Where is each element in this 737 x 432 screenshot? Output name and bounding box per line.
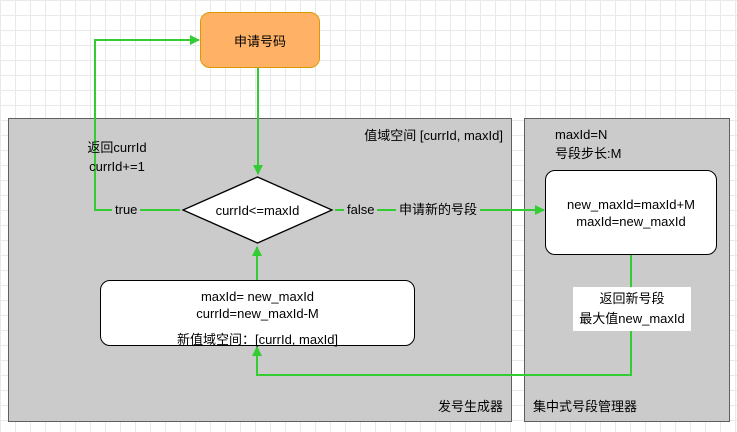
update-range-node: maxId= new_maxId currId=new_maxId-M 新值域空…	[100, 280, 415, 347]
label-return-currid-line2: currId+=1	[89, 159, 145, 174]
label-return-segment-line1: 返回新号段	[599, 291, 665, 306]
label-return-currid: 返回currId currId+=1	[62, 138, 172, 176]
label-true: true	[112, 202, 141, 218]
update-line2: currId=new_maxId-M	[196, 306, 319, 321]
label-return-segment-line2: 最大值new_maxId	[579, 311, 685, 326]
alloc-line2: maxId=new_maxId	[576, 213, 686, 229]
label-return-segment: 返回新号段 最大值new_maxId	[573, 287, 691, 331]
manager-footer-label: 集中式号段管理器	[533, 399, 638, 414]
manager-header-line2: 号段步长:M	[555, 146, 622, 161]
start-node-label: 申请号码	[233, 33, 286, 49]
generator-footer-label: 发号生成器	[437, 399, 503, 414]
manager-header: maxId=N 号段步长:M	[555, 125, 621, 163]
manager-container: maxId=N 号段步长:M 集中式号段管理器	[524, 118, 730, 422]
generator-range-title: 值域空间 [currId, maxId]	[364, 128, 503, 143]
start-node: 申请号码	[200, 12, 320, 68]
update-line1: maxId= new_maxId	[200, 289, 315, 304]
decision-label: currId<=maxId	[215, 202, 300, 218]
alloc-line1: new_maxId=maxId+M	[567, 196, 695, 212]
label-false: false	[344, 202, 378, 218]
diamond-shape	[181, 176, 334, 244]
decision-node: currId<=maxId	[180, 175, 335, 245]
allocate-segment-node: new_maxId=maxId+M maxId=new_maxId	[545, 170, 717, 255]
manager-header-line1: maxId=N	[555, 127, 608, 142]
update-line3: 新值域空间：[currId, maxId]	[176, 332, 339, 347]
label-request-segment: 申请新的号段	[396, 202, 481, 218]
label-return-currid-line1: 返回currId	[87, 140, 147, 155]
